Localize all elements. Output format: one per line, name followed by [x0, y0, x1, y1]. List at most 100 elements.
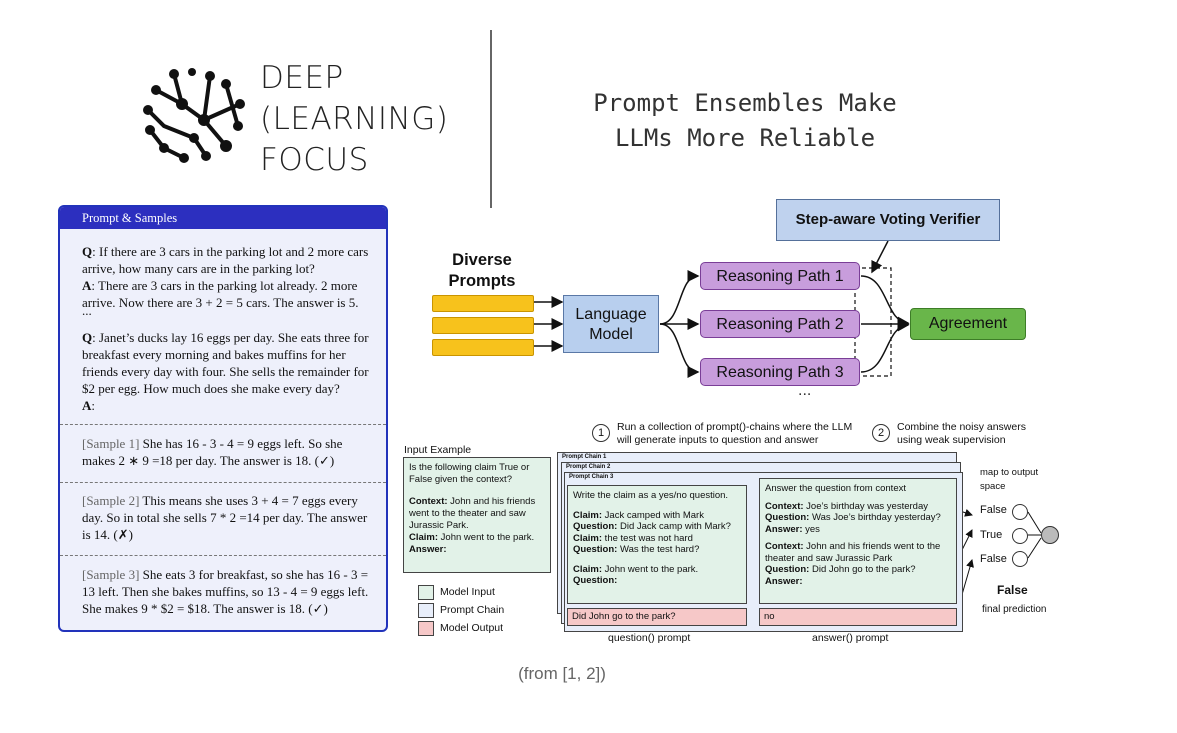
- step-1-text: Run a collection of prompt()-chains wher…: [617, 421, 853, 446]
- dashed-divider: [60, 424, 386, 425]
- vote-node: [1012, 528, 1028, 544]
- example-claim: Claim: Jack camped with Mark: [573, 510, 741, 522]
- language-model-box: Language Model: [563, 295, 659, 353]
- chain-tab-label: Prompt Chain 1: [562, 454, 607, 460]
- final-prediction-label: final prediction: [982, 604, 1047, 615]
- logo-line: (LEARNING): [260, 101, 449, 137]
- title-line: Prompt Ensembles Make: [593, 89, 897, 117]
- prompt-samples-panel: Prompt & Samples Q: If there are 3 cars …: [58, 205, 388, 632]
- title-line: LLMs More Reliable: [614, 124, 876, 152]
- input-example-box: Is the following claim True or False giv…: [403, 457, 551, 573]
- field-value: John and his friends went to the theater…: [765, 541, 941, 564]
- question-1: Q: If there are 3 cars in the parking lo…: [82, 243, 372, 311]
- question-1-text: : If there are 3 cars in the parking lot…: [82, 244, 369, 276]
- field-key: Question:: [573, 575, 618, 586]
- field-key: Claim:: [573, 532, 603, 544]
- field-value: Was Joe’s birthday yesterday?: [809, 512, 941, 523]
- field-key: Question:: [765, 512, 810, 523]
- field-key: Context:: [765, 541, 804, 552]
- example-question: Question: Was Joe’s birthday yesterday?: [765, 512, 951, 524]
- legend-label: Model Input: [440, 586, 495, 598]
- field-key: Question:: [573, 521, 618, 532]
- sample-text: This means she uses 3 + 4 = 7 eggs every…: [82, 493, 368, 542]
- field-value: John went to the park.: [438, 532, 535, 543]
- step-2-marker: 2: [872, 424, 890, 442]
- page-title: Prompt Ensembles Make LLMs More Reliable: [540, 86, 950, 156]
- example-question: Question: Was the test hard?: [573, 544, 741, 556]
- field-value: Did John go to the park?: [809, 564, 916, 575]
- input-context: Context: John and his friends went to th…: [409, 496, 545, 532]
- legend-label: Prompt Chain: [440, 604, 505, 616]
- panel-ellipsis: ...: [82, 303, 92, 318]
- dashed-divider: [60, 555, 386, 556]
- a-marker: A: [82, 398, 92, 413]
- reasoning-path-3: Reasoning Path 3: [700, 358, 860, 386]
- a-marker: A: [82, 278, 92, 293]
- vote-node: [1012, 504, 1028, 520]
- sample-tag: [Sample 2]: [82, 493, 140, 508]
- field-key: Answer:: [765, 575, 803, 587]
- target-context: Context: John and his friends went to th…: [765, 541, 951, 564]
- sample-tag: [Sample 1]: [82, 436, 140, 451]
- input-claim: Claim: John went to the park.: [409, 532, 545, 544]
- example-claim: Claim: the test was not hard: [573, 533, 741, 545]
- step-2-text: Combine the noisy answers using weak sup…: [897, 421, 1026, 446]
- q-marker: Q: [82, 330, 93, 345]
- dashed-divider: [60, 482, 386, 483]
- field-value: Was the test hard?: [617, 544, 700, 555]
- diverse-prompts-label: Diverse Prompts: [448, 251, 516, 290]
- voting-verifier-box: Step-aware Voting Verifier: [776, 199, 1000, 241]
- reasoning-path-1: Reasoning Path 1: [700, 262, 860, 290]
- vote-node: [1012, 551, 1028, 567]
- question-prompt-heading: Write the claim as a yes/no question.: [573, 490, 729, 501]
- answer-output-box: no: [759, 608, 957, 626]
- target-question: Question:: [573, 575, 741, 587]
- field-key: Answer:: [409, 544, 447, 555]
- final-value: False: [997, 583, 1028, 597]
- output-value: True: [980, 529, 1003, 541]
- prompt-bar: [432, 339, 534, 356]
- field-value: Jack camped with Mark: [602, 509, 704, 521]
- field-value: Did Jack camp with Mark?: [617, 521, 731, 532]
- output-value: False: [980, 504, 1007, 516]
- field-key: Context:: [765, 500, 804, 512]
- field-value: the test was not hard: [602, 532, 693, 544]
- field-key: Claim:: [409, 532, 439, 543]
- prompt-bar: [432, 295, 534, 312]
- sample-1: [Sample 1] She has 16 - 3 - 4 = 9 eggs l…: [82, 435, 372, 469]
- input-instruction: Is the following claim True or False giv…: [409, 462, 530, 485]
- field-key: Context:: [409, 496, 448, 507]
- field-key: Answer:: [765, 523, 803, 535]
- sample-2: [Sample 2] This means she uses 3 + 4 = 7…: [82, 492, 372, 543]
- reasoning-path-2: Reasoning Path 2: [700, 310, 860, 338]
- answer-1-text: : There are 3 cars in the parking lot al…: [82, 278, 359, 310]
- question-prompt-box: Write the claim as a yes/no question. Cl…: [567, 485, 747, 604]
- sample-text: She has 16 - 3 - 4 = 9 eggs left. So she…: [82, 436, 343, 468]
- answer-prompt-heading: Answer the question from context: [765, 483, 906, 494]
- answer-2-text: :: [91, 398, 96, 413]
- target-claim: Claim: John went to the park.: [573, 564, 741, 576]
- legend-swatch: [418, 585, 434, 600]
- question-2-text: : Janet’s ducks lay 16 eggs per day. She…: [82, 330, 369, 396]
- field-key: Claim:: [573, 563, 603, 575]
- field-value: Joe’s birthday was yesterday: [803, 500, 928, 512]
- aggregate-node: [1041, 526, 1059, 544]
- field-value: John went to the park.: [602, 563, 699, 575]
- target-answer: Answer:: [765, 576, 951, 588]
- logo-line: FOCUS: [260, 142, 369, 178]
- header-divider: [490, 30, 492, 208]
- paths-ellipsis: ...: [798, 382, 812, 399]
- legend-swatch: [418, 603, 434, 618]
- q-marker: Q: [82, 244, 93, 259]
- agreement-box: Agreement: [910, 308, 1026, 340]
- question-prompt-label: question() prompt: [608, 632, 691, 644]
- target-question: Question: Did John go to the park?: [765, 564, 951, 576]
- answer-prompt-box: Answer the question from context Context…: [759, 478, 957, 604]
- sample-text: She eats 3 for breakfast, so she has 16 …: [82, 567, 369, 616]
- step-1-marker: 1: [592, 424, 610, 442]
- figure-caption: (from [1, 2]): [518, 664, 606, 683]
- field-key: Question:: [765, 564, 810, 575]
- sample-3: [Sample 3] She eats 3 for breakfast, so …: [82, 566, 372, 617]
- legend-swatch: [418, 621, 434, 636]
- field-value: yes: [802, 523, 820, 535]
